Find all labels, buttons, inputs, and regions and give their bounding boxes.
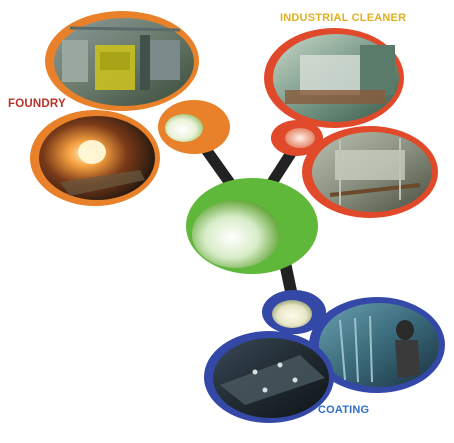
coating-spray-photo (309, 297, 445, 393)
coating-cluster (204, 290, 445, 423)
industrial-cleaner-label: INDUSTRIAL CLEANER (280, 12, 407, 24)
cleaner-machine-photo (264, 28, 404, 128)
cleaner-line-photo (302, 126, 438, 218)
foundry-node (158, 100, 230, 154)
coating-node (262, 290, 326, 334)
foundry-machine-photo (45, 11, 199, 111)
central-hub (186, 178, 318, 274)
cleaner-node (271, 120, 323, 156)
foundry-cluster (30, 11, 230, 206)
coating-label: COATING (318, 404, 370, 416)
foundry-label: FOUNDRY (8, 98, 66, 110)
coating-panel-photo (204, 331, 334, 423)
industrial-cleaner-cluster (264, 28, 438, 218)
foundry-furnace-photo (30, 110, 160, 206)
